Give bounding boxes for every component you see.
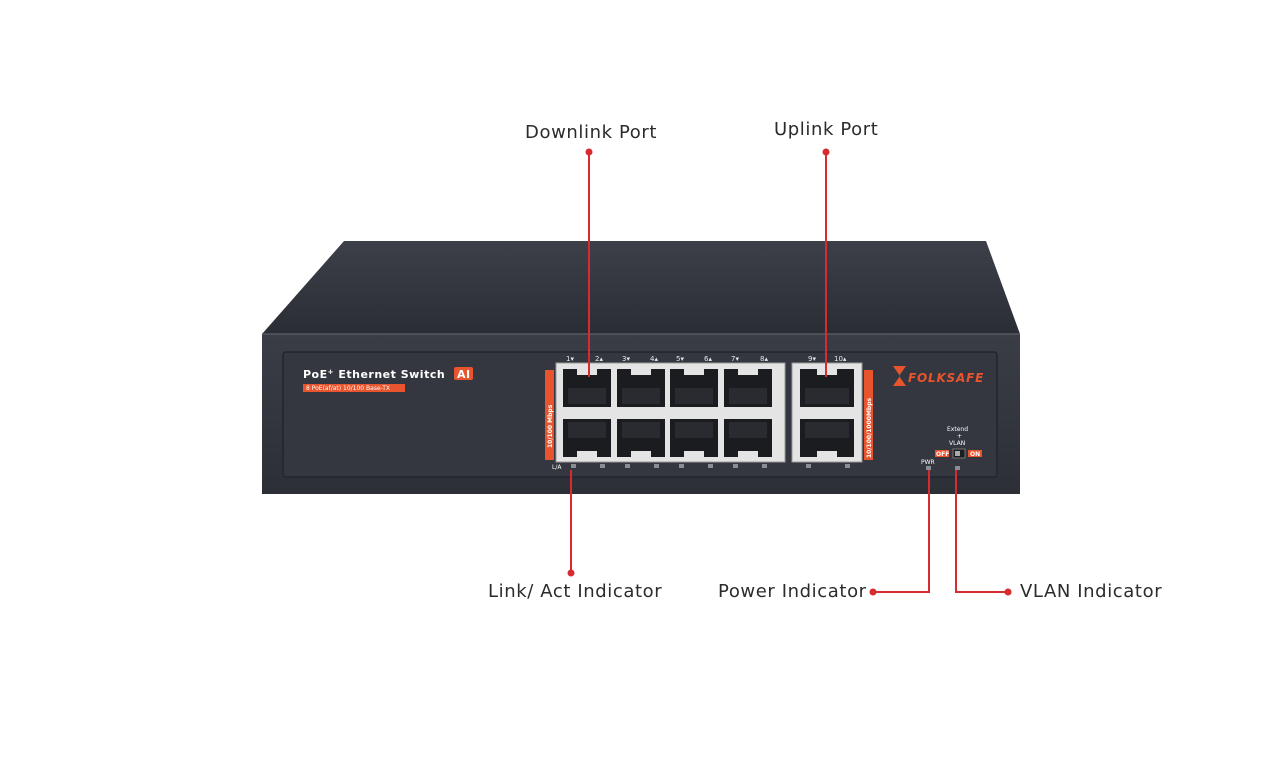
- downlink-port-label: Downlink Port: [525, 122, 658, 143]
- port-number-8: 8▴: [760, 355, 768, 363]
- downlink-speed-label: 10/100 Mbps: [547, 404, 554, 448]
- port-number-3: 3▾: [622, 355, 630, 363]
- switch-top: [262, 241, 1020, 334]
- switch-label-extend: Extend: [947, 426, 968, 433]
- vlan-indicator-label: VLAN Indicator: [1020, 581, 1163, 602]
- link-act-leds: [571, 464, 850, 468]
- on-label: ON: [970, 451, 980, 458]
- rj45-port-4[interactable]: [617, 419, 665, 457]
- folksafe-logo: FOLKSAFE: [893, 366, 984, 386]
- port-number-1: 1▾: [566, 355, 574, 363]
- off-label: OFF: [936, 451, 949, 458]
- svg-text:FOLKSAFE: FOLKSAFE: [908, 371, 984, 385]
- la-label: L/A: [552, 464, 562, 471]
- rj45-port-8[interactable]: [724, 419, 772, 457]
- device-subtitle: 8 PoE(af/at) 10/100 Base-TX: [306, 385, 390, 392]
- rj45-port-3[interactable]: [617, 369, 665, 407]
- device-title: PoE+ Ethernet Switch: [303, 368, 445, 381]
- uplink-port-label: Uplink Port: [774, 119, 879, 140]
- callout-dots: [567, 148, 1012, 596]
- uplink-speed-strip: [864, 370, 873, 460]
- off-badge: [935, 450, 949, 457]
- port-number-7: 7▾: [731, 355, 739, 363]
- rj45-port-5[interactable]: [670, 369, 718, 407]
- switch-label-vlan: VLAN: [949, 440, 965, 447]
- port-number-2: 2▴: [595, 355, 603, 363]
- rj45-port-2[interactable]: [563, 419, 611, 457]
- link-act-indicator-label: Link/ Act Indicator: [488, 581, 663, 602]
- vlan-toggle-knob: [955, 451, 960, 456]
- rj45-port-1[interactable]: [563, 369, 611, 407]
- port-number-4: 4▴: [650, 355, 658, 363]
- pwr-label: PWR: [921, 459, 935, 466]
- vlan-led: [955, 466, 960, 470]
- subtitle-bar: [303, 384, 405, 392]
- power-indicator-label: Power Indicator: [718, 581, 867, 602]
- power-led: [926, 466, 931, 470]
- switch-label-plus: +: [957, 433, 962, 440]
- ai-badge: [454, 367, 473, 380]
- ai-badge-text: AI: [457, 368, 471, 381]
- rj45-port-10[interactable]: [800, 419, 854, 457]
- port-number-6: 6▴: [704, 355, 712, 363]
- uplink-speed-label: 10/100/1000Mbps: [866, 397, 873, 458]
- port-number-9: 9▾: [808, 355, 816, 363]
- downlink-speed-strip: [545, 370, 554, 460]
- port-number-10: 10▴: [834, 355, 847, 363]
- port-number-5: 5▾: [676, 355, 684, 363]
- rj45-port-6[interactable]: [670, 419, 718, 457]
- rj45-port-7[interactable]: [724, 369, 772, 407]
- callout-lines: [570, 152, 1008, 593]
- on-badge: [968, 450, 982, 457]
